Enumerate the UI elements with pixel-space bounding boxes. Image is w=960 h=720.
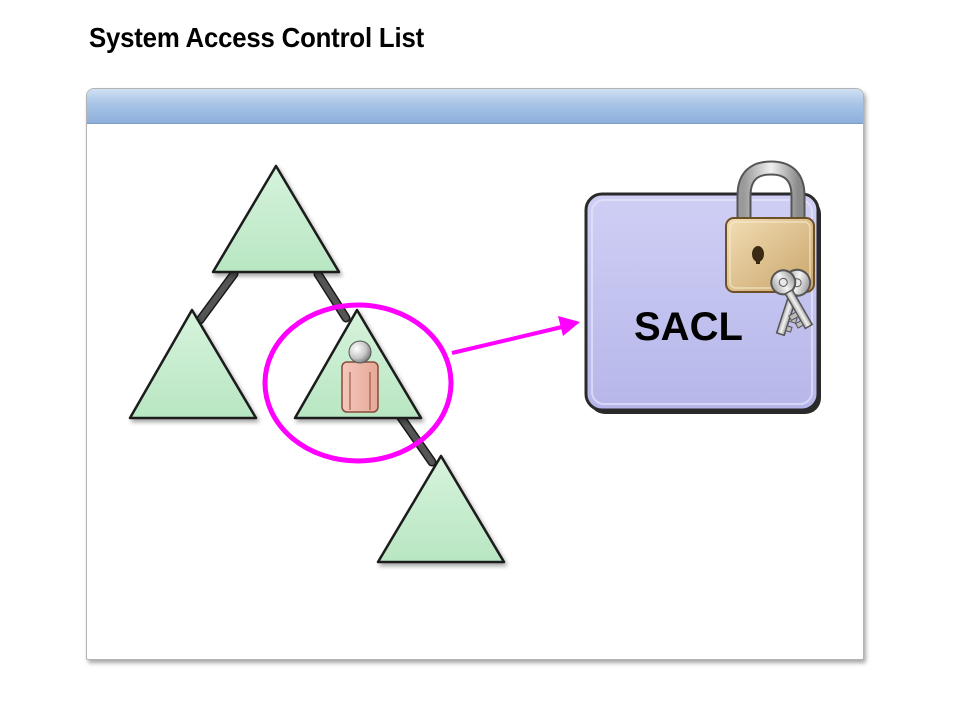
slide-title: System Access Control List [89,22,424,53]
keys-icon [770,268,814,337]
tree-node-root [211,164,341,274]
tree-node-left [128,308,258,420]
arrow-to-sacl [451,316,580,355]
tree-node-bottom [376,454,506,564]
user-icon [341,340,379,413]
panel-header-bar [87,89,863,124]
sacl-label: SACL [634,305,743,349]
tree-connectors [195,269,437,467]
highlight-circle [262,302,454,464]
